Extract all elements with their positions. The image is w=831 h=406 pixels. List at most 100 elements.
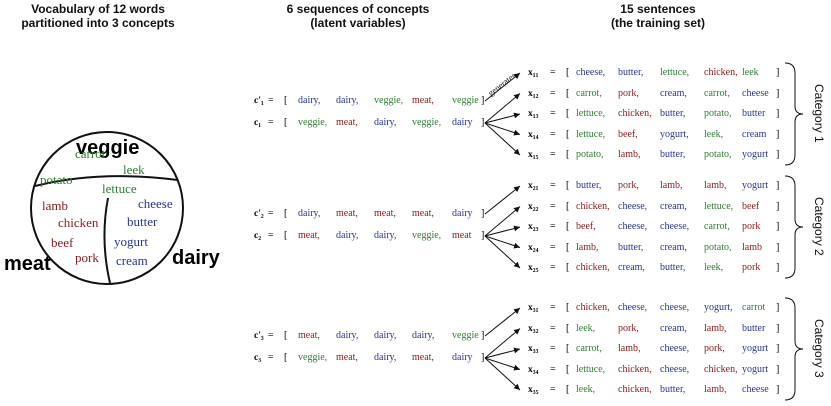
equals-sign: = [268,208,274,219]
open-bracket: [ [566,87,570,99]
row-item: meat, [336,117,358,128]
close-bracket: ] [481,95,485,106]
row-lhs: x₃₅ [528,385,539,395]
equals-sign: = [550,87,556,99]
pie-word: lamb [42,198,68,213]
header-sentences: 15 sentences (the training set) [578,2,738,30]
pie-word: carrot [75,146,106,161]
equals-sign: = [550,67,556,78]
row-item: cheese, [618,200,648,212]
arrows-group [484,72,521,391]
equals-sign: = [268,352,274,363]
close-bracket: ] [776,128,780,140]
row-item: dairy [452,208,473,219]
row-item: dairy, [336,95,359,106]
row-item: veggie, [298,117,328,128]
header-sentences-line1: 15 sentences [620,2,696,16]
row-item: meat, [412,352,434,363]
equals-sign: = [268,95,274,106]
row-lhs: c′₁ [254,96,264,106]
close-bracket: ] [776,384,780,395]
close-bracket: ] [776,149,780,160]
row-item: veggie [452,330,479,341]
equals-sign: = [550,180,556,191]
concept-title-meat: meat [4,253,51,275]
row-lhs: x₁₃ [528,109,539,119]
sentence-row: x₃₁=[chicken,cheese,cheese,yogurt,carrot… [0,302,831,314]
row-item: butter [742,322,766,334]
row-lhs: x₃₄ [528,364,539,375]
row-item: cream, [660,322,687,334]
row-item: chicken, [618,108,652,119]
close-bracket: ] [481,230,485,241]
row-item: cream [742,128,767,140]
header-concepts-line2: (latent variables) [310,16,406,30]
row-item: carrot, [704,221,730,232]
open-bracket: [ [566,363,570,375]
row-lhs: c′₂ [254,209,264,219]
row-item: lamb, [618,343,641,354]
sentence-row: x₃₄=[lettuce,chicken,cheese,chicken,yogu… [0,364,831,376]
row-item: potato, [576,149,604,160]
row-lhs: x₁₄ [528,129,539,140]
generates-arrow [484,235,521,249]
equals-sign: = [550,262,556,273]
open-bracket: [ [566,200,570,212]
row-item: chicken, [576,262,610,273]
row-item: pork, [618,322,639,334]
sentence-row: x₁₅=[potato,lamb,butter,potato,yogurt] [0,149,831,161]
close-bracket: ] [481,330,485,341]
row-item: potato, [704,108,732,119]
header-vocabulary-line1: Vocabulary of 12 words [31,2,165,16]
row-lhs: x₂₂ [528,201,539,212]
row-item: beef, [576,221,596,232]
row-item: cheese [742,87,769,99]
sentence-row: x₁₁=[cheese,butter,lettuce,chicken,leek] [0,67,831,79]
row-item: cheese, [660,343,690,354]
row-lhs: x₃₂ [528,323,539,334]
row-item: yogurt [742,180,769,191]
row-lhs: x₂₄ [528,242,539,253]
open-bracket: [ [566,302,570,313]
equals-sign: = [550,200,556,212]
pie-word: cream [116,253,148,268]
row-item: butter, [660,262,686,273]
row-item: chicken, [576,200,610,212]
open-bracket: [ [566,108,570,119]
row-item: dairy, [374,352,397,363]
row-item: veggie, [412,117,442,128]
header-sentences-line2: (the training set) [610,16,705,30]
row-item: butter, [618,67,644,78]
close-bracket: ] [481,208,485,219]
generates-arrow [484,112,521,124]
row-item: cheese, [618,302,648,313]
row-item: beef, [618,128,638,140]
row-item: lettuce, [660,67,690,78]
row-item: veggie, [412,230,442,241]
row-item: meat, [336,352,358,363]
row-item: lettuce, [576,128,606,140]
row-item: pork, [618,87,639,99]
row-item: leek [742,67,759,78]
row-lhs: x₁₁ [528,68,539,78]
meat-dairy-boundary [103,197,111,284]
concept-sequence-row: c′₂=[dairy,meat,meat,meat,dairy] [0,208,831,220]
row-item: chicken, [618,384,652,395]
row-item: meat, [374,208,396,219]
generates-arrow [484,357,521,391]
row-item: lettuce, [576,108,606,119]
row-item: pork [742,221,761,232]
sentence-row: x₂₃=[beef,cheese,cheese,carrot,pork] [0,221,831,233]
row-item: veggie [452,95,479,106]
row-item: leek, [576,384,596,395]
equals-sign: = [550,343,556,354]
row-item: beef [742,200,760,212]
row-item: leek, [576,322,596,334]
sentence-row: x₁₃=[lettuce,chicken,butter,potato,butte… [0,108,831,120]
equals-sign: = [550,302,556,313]
equals-sign: = [550,108,556,119]
row-item: potato, [704,241,732,253]
row-item: cheese, [660,221,690,232]
